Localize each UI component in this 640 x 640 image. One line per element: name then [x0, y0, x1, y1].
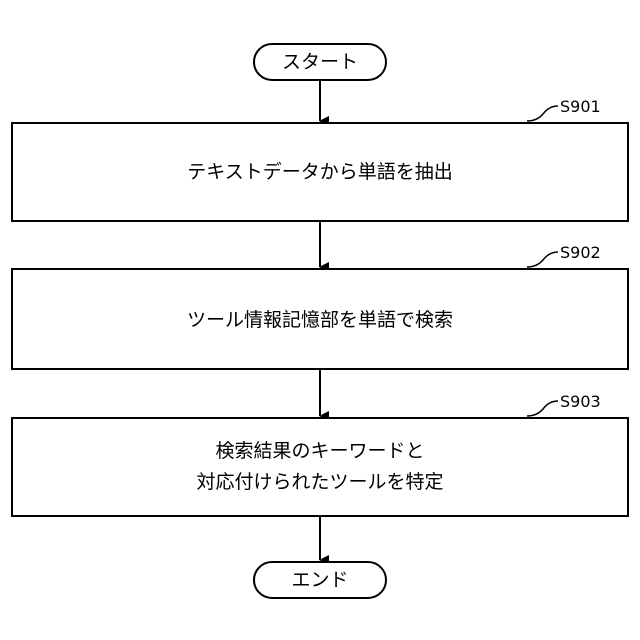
start-label: スタート — [282, 51, 358, 73]
step-leader-s903 — [527, 401, 558, 416]
process-box-s903: 検索結果のキーワードと 対応付けられたツールを特定 — [12, 418, 628, 516]
process-box-s901: テキストデータから単語を抽出 — [12, 123, 628, 221]
end-label: エンド — [291, 569, 348, 591]
step-label-s901: S901 — [560, 97, 601, 116]
step-label-s902: S902 — [560, 243, 601, 262]
process-text-s902: ツール情報記憶部を単語で検索 — [187, 309, 453, 331]
end-terminal: エンド — [254, 562, 386, 598]
start-terminal: スタート — [254, 44, 386, 80]
process-text-s903-line1: 検索結果のキーワードと — [215, 440, 424, 462]
step-leader-s902 — [527, 252, 558, 267]
process-text-s903-line2: 対応付けられたツールを特定 — [196, 471, 443, 493]
process-box-s902: ツール情報記憶部を単語で検索 — [12, 269, 628, 369]
process-text-s901: テキストデータから単語を抽出 — [187, 161, 452, 183]
step-label-s903: S903 — [560, 392, 601, 411]
step-leader-s901 — [527, 106, 558, 121]
